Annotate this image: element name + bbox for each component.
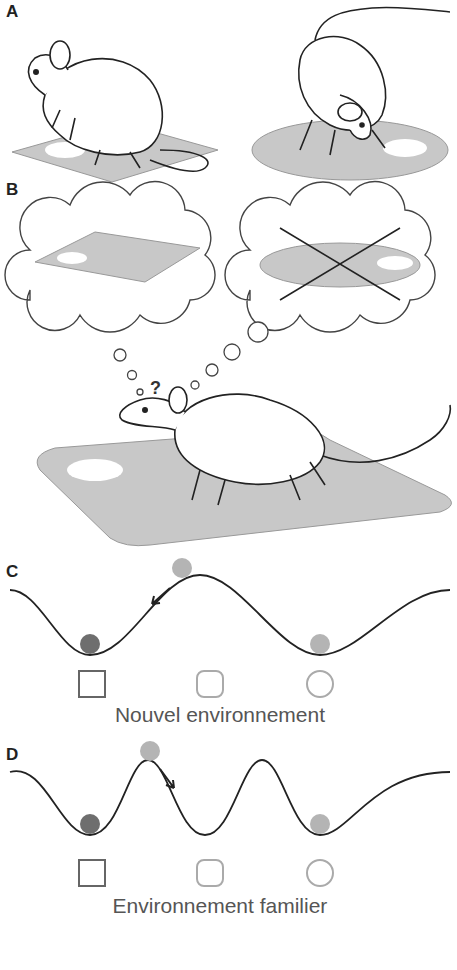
platform-hole (383, 139, 427, 157)
circle-symbol (307, 671, 333, 697)
cross-mark (280, 228, 400, 300)
square-symbol (79, 860, 105, 886)
question-mark: ? (150, 378, 161, 399)
panel-letter: C (6, 562, 18, 582)
thought-cloud (5, 182, 215, 332)
rat (120, 387, 451, 505)
state-ball (140, 741, 160, 761)
state-ball (80, 814, 100, 834)
circle-symbol (307, 860, 333, 886)
state-ball (310, 634, 330, 654)
rounded-square-symbol (197, 671, 223, 697)
thought-cloud (225, 182, 435, 332)
platform-hole (377, 256, 413, 270)
arrow (160, 769, 174, 788)
square-platform (35, 232, 200, 282)
square-symbol (79, 671, 105, 697)
panel-letter: D (6, 745, 18, 765)
panel-letter: A (6, 2, 18, 22)
rounded-square-symbol (197, 860, 223, 886)
state-ball (80, 634, 100, 654)
energy-curve (10, 575, 450, 655)
rat (299, 7, 450, 155)
round-platform (260, 243, 420, 287)
energy-curve (10, 760, 450, 835)
panel-letter: B (6, 180, 18, 200)
state-ball (172, 558, 192, 578)
caption-text: Nouvel environnement (115, 703, 325, 727)
arrow (152, 588, 170, 604)
state-ball (310, 814, 330, 834)
platform-hole (57, 252, 87, 264)
platform-hole (67, 459, 123, 481)
caption-text: Environnement familier (113, 894, 328, 918)
thought-bubble (114, 322, 268, 395)
rat (28, 41, 208, 171)
